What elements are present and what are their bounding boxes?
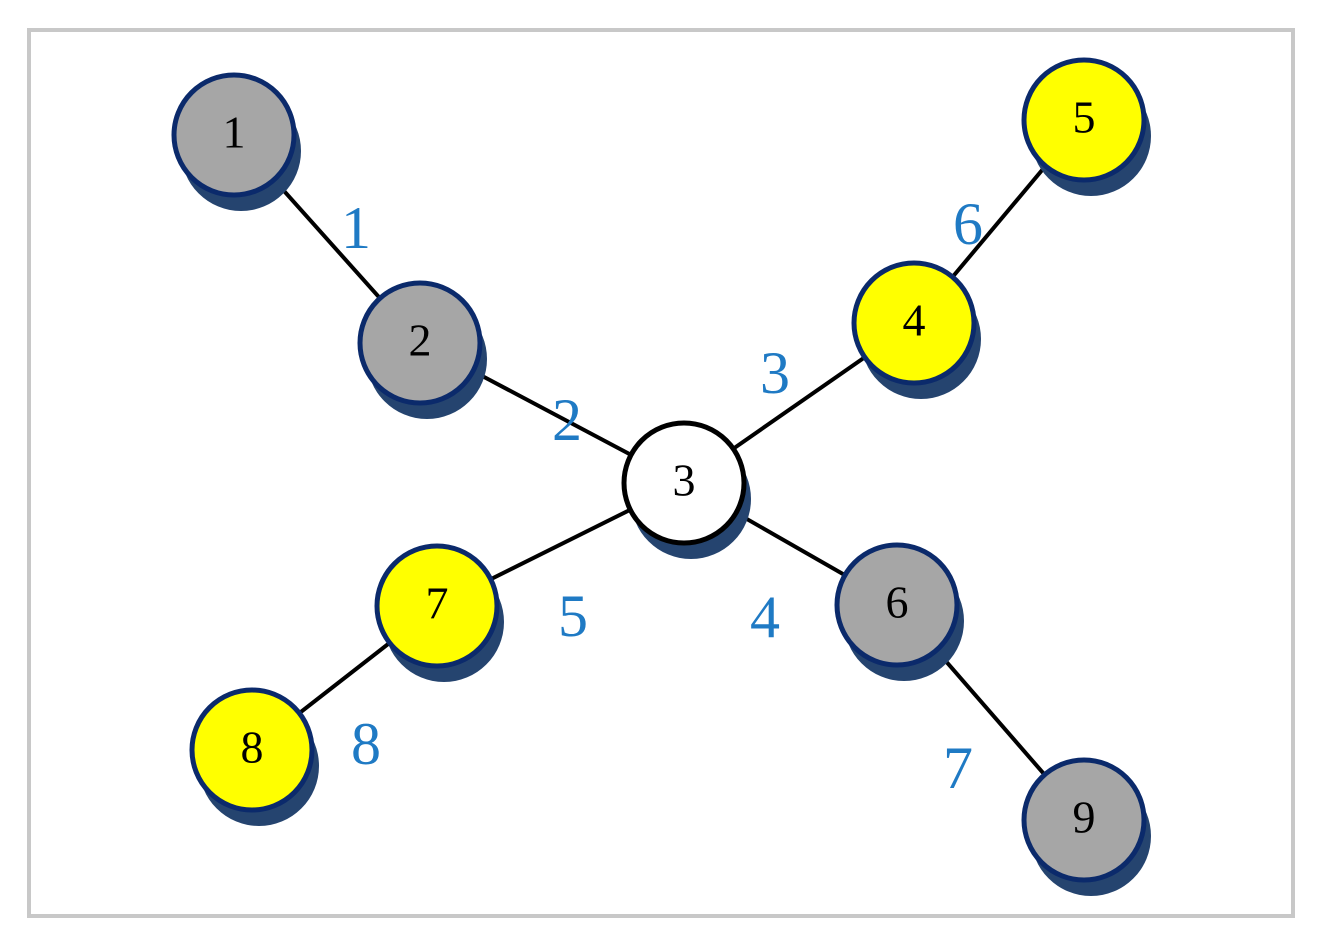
edge-weight-label: 5: [558, 583, 588, 649]
node-label: 1: [223, 107, 246, 158]
node-circle: [621, 420, 747, 546]
node-circle: [171, 72, 297, 198]
node-8: 8: [189, 687, 319, 826]
node-circle: [374, 543, 500, 669]
node-1: 1: [171, 72, 301, 211]
node-circle: [834, 542, 960, 668]
node-label: 5: [1073, 92, 1096, 143]
node-3: 3: [621, 420, 751, 559]
edge-weight-label: 8: [351, 711, 381, 777]
node-label: 7: [426, 578, 449, 629]
diagram-frame: [27, 28, 1295, 918]
node-2: 2: [357, 280, 487, 419]
node-circle: [1021, 57, 1147, 183]
node-4: 4: [851, 260, 981, 399]
node-6: 6: [834, 542, 964, 681]
node-label: 8: [241, 722, 264, 773]
node-label: 2: [409, 315, 432, 366]
node-9: 9: [1021, 757, 1151, 896]
edge-weight-label: 6: [953, 191, 983, 257]
node-label: 9: [1073, 792, 1096, 843]
node-circle: [189, 687, 315, 813]
node-label: 4: [903, 295, 926, 346]
edge-weight-label: 4: [750, 584, 780, 650]
edge-weight-label: 7: [943, 735, 973, 801]
node-label: 6: [886, 577, 909, 628]
edge-weight-label: 1: [341, 195, 371, 261]
edge-weight-label: 3: [760, 340, 790, 406]
edge-weight-label: 2: [552, 387, 582, 453]
node-label: 3: [673, 455, 696, 506]
node-circle: [1021, 757, 1147, 883]
node-circle: [357, 280, 483, 406]
node-7: 7: [374, 543, 504, 682]
node-circle: [851, 260, 977, 386]
edge-labels-layer: 1 2 3 4 5 6 7 8: [341, 191, 983, 801]
node-5: 5: [1021, 57, 1151, 196]
nodes-layer: 1 2 3 4 5 6 7 8 9: [171, 57, 1151, 896]
